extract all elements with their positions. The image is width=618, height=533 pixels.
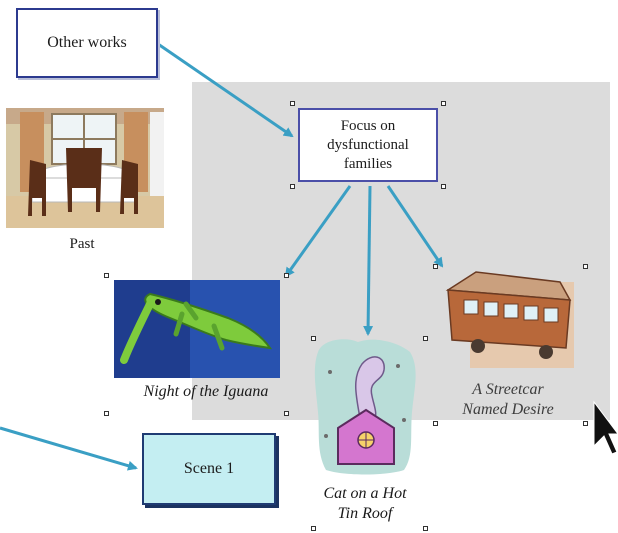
focus-line-1: Focus on (340, 117, 396, 134)
mouse-cursor-icon (593, 400, 618, 455)
selection-handle[interactable] (583, 264, 588, 269)
selection-handle[interactable] (284, 273, 289, 278)
cat-label-line-2: Tin Roof (337, 505, 393, 522)
focus-node[interactable]: Focus on dysfunctional families (298, 108, 438, 182)
other-works-label: Other works (47, 34, 127, 51)
arrow-to-scene[interactable] (0, 426, 138, 471)
focus-line-2: dysfunctional (327, 136, 409, 153)
cat-label: Cat on a Hot Tin Roof (300, 484, 430, 524)
selection-handle[interactable] (423, 526, 428, 531)
streetcar-label-line-1: A Streetcar (472, 381, 544, 398)
streetcar-label: A Streetcar Named Desire (444, 380, 572, 420)
selection-handle[interactable] (104, 411, 109, 416)
selection-handle[interactable] (290, 101, 295, 106)
selection-handle[interactable] (441, 101, 446, 106)
selection-handle[interactable] (423, 336, 428, 341)
dining-room-clipart[interactable] (6, 108, 164, 228)
scene-label: Scene 1 (183, 460, 235, 477)
selection-handle[interactable] (441, 184, 446, 189)
selection-handle[interactable] (433, 421, 438, 426)
cat-clipart[interactable] (314, 339, 416, 475)
iguana-clipart[interactable] (114, 280, 280, 378)
scene-node[interactable]: Scene 1 (142, 433, 276, 505)
selection-handle[interactable] (433, 264, 438, 269)
selection-handle[interactable] (284, 411, 289, 416)
focus-line-3: families (343, 155, 393, 172)
streetcar-label-line-2: Named Desire (462, 401, 554, 418)
selection-handle[interactable] (311, 336, 316, 341)
selection-handle[interactable] (583, 421, 588, 426)
arrow-focus-to-iguana[interactable] (284, 185, 352, 278)
arrow-focus-to-streetcar[interactable] (386, 185, 444, 268)
cat-label-line-1: Cat on a Hot (323, 485, 407, 502)
selection-handle[interactable] (104, 273, 109, 278)
other-works-node[interactable]: Other works (16, 8, 158, 78)
selection-handle[interactable] (290, 184, 295, 189)
arrow-other-works-to-focus[interactable] (157, 42, 294, 138)
iguana-label: Night of the Iguana (143, 383, 269, 400)
past-label: Past (69, 236, 95, 252)
streetcar-clipart[interactable] (445, 271, 574, 368)
arrow-focus-to-cat[interactable] (363, 185, 374, 336)
selection-handle[interactable] (311, 526, 316, 531)
